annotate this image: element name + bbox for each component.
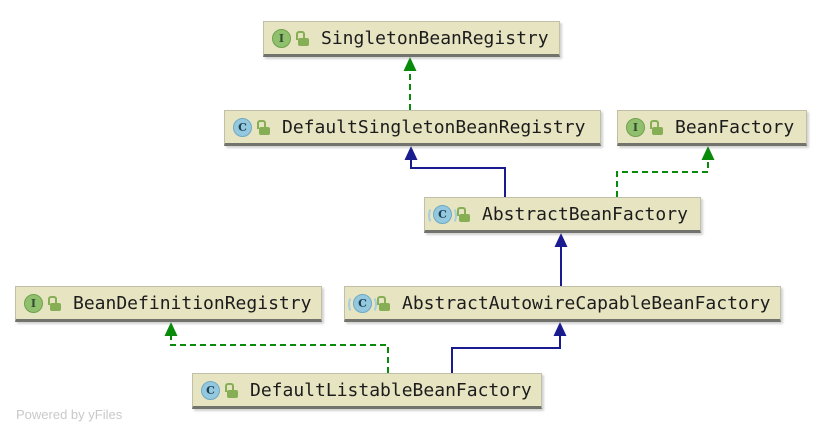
class-icon: C [201,380,220,400]
edge-extends-abstractbeanfactory-defaultsingletonbeanregistry [404,146,506,197]
node-singleton-bean-registry[interactable]: I SingletonBeanRegistry [263,21,560,57]
public-unlocked-icon [650,119,663,135]
interface-icon: I [24,293,43,313]
public-unlocked-icon [457,206,470,222]
edge-implements-defaultlistablebeanfactory-beandefinitionregistry [164,322,389,373]
public-unlocked-icon [377,295,390,311]
node-abstract-bean-factory[interactable]: C AbstractBeanFactory [424,197,701,233]
class-icon-letter: C [238,120,247,134]
edge-implements-abstractbeanfactory-beanfactory [616,146,715,197]
public-unlocked-icon [257,119,270,135]
yfiles-watermark: Powered by yFiles [16,407,123,422]
node-label: DefaultSingletonBeanRegistry [282,116,586,138]
node-bean-definition-registry[interactable]: I BeanDefinitionRegistry [15,286,322,322]
edge-extends-defaultlistablebeanfactory-abstractautowirecapablebeanfactory [451,322,567,373]
node-label: AbstractAutowireCapableBeanFactory [402,292,771,314]
node-default-listable-bean-factory[interactable]: C DefaultListableBeanFactory [192,373,542,409]
interface-icon: I [626,117,645,137]
class-icon-letter: C [206,383,215,397]
public-unlocked-icon [225,382,238,398]
interface-icon-letter: I [278,31,285,45]
abstract-class-icon: C [428,204,457,224]
edge-extends-abstractautowirecapablebeanfactory-abstractbeanfactory [554,233,568,286]
class-icon-letter: C [438,207,447,221]
node-label: SingletonBeanRegistry [321,27,549,49]
node-bean-factory[interactable]: I BeanFactory [617,110,807,146]
node-label: DefaultListableBeanFactory [250,379,532,401]
node-default-singleton-bean-registry[interactable]: C DefaultSingletonBeanRegistry [224,110,601,146]
interface-icon: I [272,28,291,48]
node-label: BeanDefinitionRegistry [73,292,312,314]
node-label: AbstractBeanFactory [482,203,688,225]
node-label: BeanFactory [675,116,795,138]
interface-icon-letter: I [632,120,639,134]
class-icon: C [233,117,252,137]
public-unlocked-icon [296,30,309,46]
abstract-class-icon: C [348,293,377,313]
node-abstract-autowire-capable-bean-factory[interactable]: C AbstractAutowireCapableBeanFactory [344,286,781,322]
interface-icon-letter: I [30,296,37,310]
edge-implements-defaultsingletonbeanregistry-singletonbeanregistry [403,57,417,110]
class-icon-letter: C [358,296,367,310]
public-unlocked-icon [48,295,61,311]
